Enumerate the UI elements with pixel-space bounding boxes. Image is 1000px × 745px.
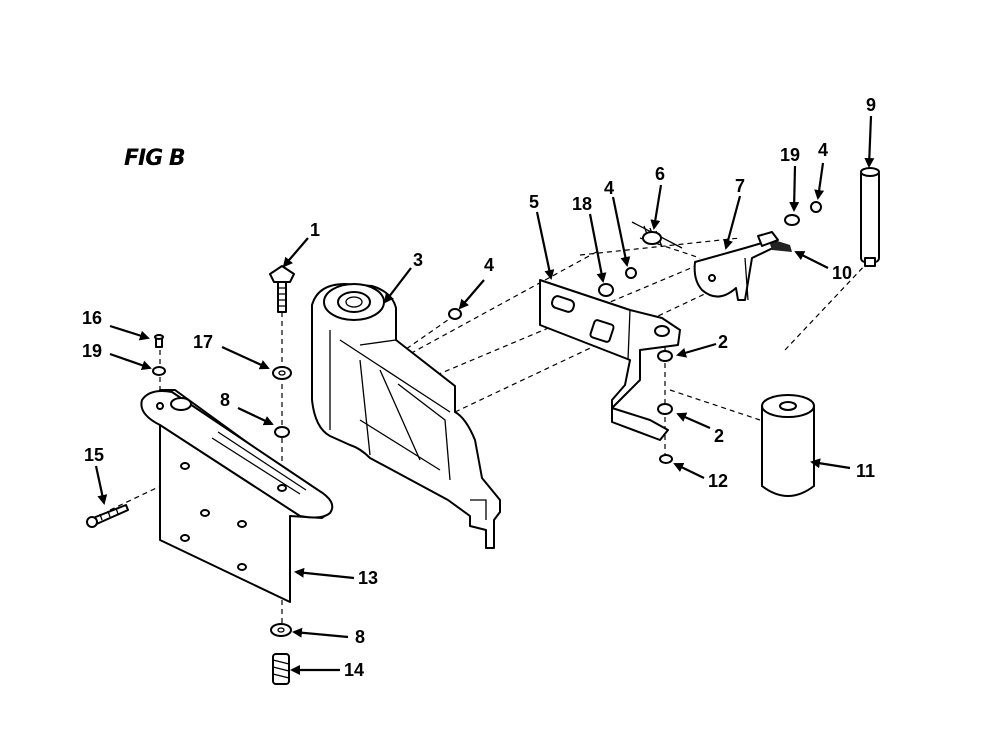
part-1-knob: [269, 265, 295, 313]
part-14-spring: [272, 653, 290, 685]
callout-3: 3: [413, 250, 423, 270]
part-7-lever: [693, 239, 776, 301]
callout-9: 9: [866, 95, 876, 115]
part-10-lever-tip: [757, 231, 792, 252]
part-2-washer-lower: [657, 403, 673, 415]
callout-17: 17: [193, 332, 213, 352]
callout-7: 7: [735, 176, 745, 196]
callout-6: 6: [655, 164, 665, 184]
callout-14: 14: [344, 660, 364, 680]
part-8-washer-lower: [270, 623, 292, 637]
part-5-bracket: [539, 279, 681, 441]
callout-10: 10: [832, 263, 852, 283]
part-13-base-plate: [140, 389, 334, 603]
callout-4-housing: 4: [484, 255, 494, 275]
part-2-washer-upper: [657, 350, 673, 362]
part-3-housing: [311, 283, 501, 549]
part-4-nut-housing: [448, 308, 462, 320]
part-8-washer-upper: [274, 426, 290, 438]
part-4-nut-lever: [810, 201, 822, 213]
part-19-washer-right: [784, 214, 800, 226]
part-4-nut-bracket: [625, 267, 637, 279]
figure-title: FIG B: [124, 146, 186, 171]
callout-5: 5: [529, 192, 539, 212]
callout-2-lower: 2: [714, 426, 724, 446]
callout-1: 1: [310, 220, 320, 240]
callout-8-upper: 8: [220, 390, 230, 410]
callout-19-right: 19: [780, 145, 800, 165]
callout-8-lower: 8: [355, 627, 365, 647]
part-12-washer: [659, 454, 673, 464]
callout-19-left: 19: [82, 341, 102, 361]
leader-arrows: [94, 115, 875, 675]
callout-12: 12: [708, 471, 728, 491]
part-18-washer: [598, 283, 614, 297]
part-6-spring: [631, 221, 683, 249]
callout-15: 15: [84, 445, 104, 465]
callout-2-upper: 2: [718, 332, 728, 352]
callout-labels: 1 3 4 16 19 17 8 15 13 8 14 5 18 4 6 7 1…: [82, 95, 876, 680]
part-16-screw: [154, 334, 164, 348]
callout-16: 16: [82, 308, 102, 328]
part-11-roller: [761, 394, 815, 497]
callout-11: 11: [856, 461, 875, 481]
callout-18: 18: [572, 194, 592, 214]
part-17-washer: [272, 366, 292, 380]
part-9-pin: [860, 167, 880, 267]
part-19-washer-left: [152, 366, 166, 376]
part-15-screw: [86, 504, 129, 528]
callout-4-bracket: 4: [604, 178, 614, 198]
callout-13: 13: [358, 568, 378, 588]
callout-4-lever: 4: [818, 140, 828, 160]
